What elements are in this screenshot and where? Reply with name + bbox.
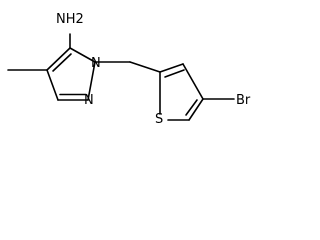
bond-n1-n2	[87, 61, 96, 101]
bond-c4-c5-thiophene-double	[185, 99, 198, 116]
bond-c3-c4-thiophene	[182, 63, 204, 100]
ring-n2-label: N	[84, 93, 94, 108]
bromine-label: Br	[236, 93, 251, 108]
bond-c3-c4	[46, 69, 59, 101]
bond-c4-c5-double	[52, 53, 72, 72]
structure-diagram: NH2 N N S Br	[0, 0, 289, 131]
molecule-drawing: NH2 N N S Br	[7, 12, 251, 127]
ring-n1-label: N	[91, 56, 101, 71]
bond-c2-c3-thiophene	[159, 63, 184, 73]
bond-c4-c5	[46, 47, 71, 71]
bond-c2-c3-thiophene-double	[164, 69, 185, 78]
amine-label: NH2	[56, 12, 84, 27]
sulfur-label: S	[155, 112, 163, 127]
bond-ch2-thiophene	[129, 61, 161, 73]
bond-c4-c5-thiophene	[188, 98, 204, 121]
bond-c5-n1	[69, 47, 96, 63]
